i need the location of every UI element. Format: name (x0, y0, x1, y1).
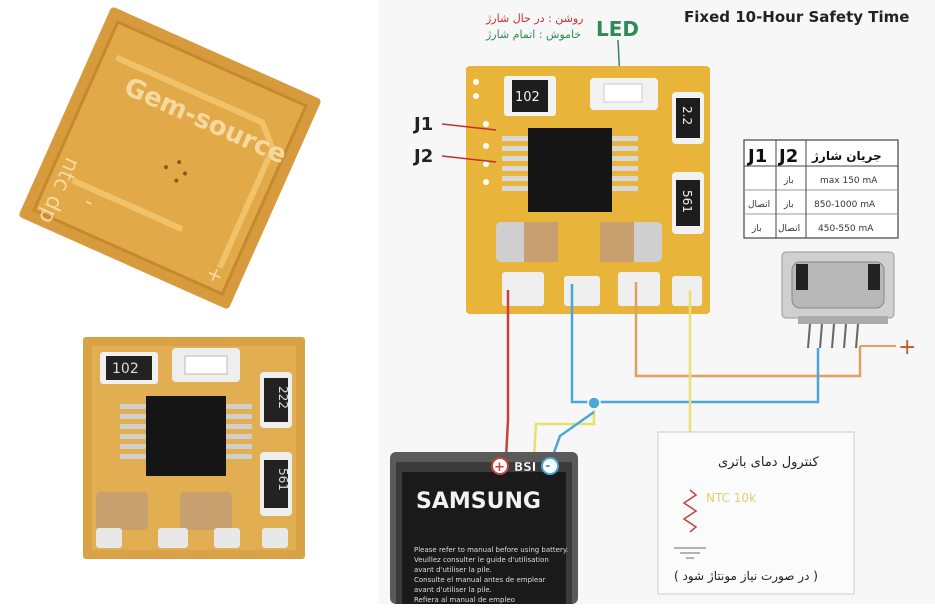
res-561-label: 561 (680, 190, 694, 213)
table-cell-r2-j1: باز (751, 224, 762, 234)
res-102-label: 102 (515, 90, 540, 105)
svg-text:+: + (494, 460, 505, 475)
battery-terminals: + BSI - (491, 457, 559, 475)
assembled-module-photo: 102 222 561 (83, 337, 305, 559)
table-cell-r0-j2: باز (783, 176, 794, 186)
ntc-resistor-symbol (682, 489, 698, 533)
bsi-label: BSI (514, 460, 536, 474)
micro-usb-connector (781, 251, 895, 349)
table-header-j1: J1 (746, 146, 767, 167)
table-cell-r0-current: max 150 mA (820, 176, 878, 186)
ntc-value-label: NTC 10k (706, 491, 756, 505)
pcb-module: 102 2.2 561 (466, 66, 710, 314)
photo-illustrations: Gem-source ntc dp - + 102 222 561 (19, 7, 321, 559)
table-cell-r1-j1: اتصال (748, 200, 770, 210)
ground-icon (674, 547, 706, 559)
table-header-j2: J2 (777, 146, 798, 167)
wires (504, 282, 862, 540)
j1-label: J1 (412, 114, 433, 135)
table-cell-r2-j2: اتصال (778, 224, 800, 234)
led-label: LED (596, 17, 639, 41)
photo-res-561: 561 (276, 468, 290, 491)
wiring-diagram: Fixed 10-Hour Safety Time روشن : در حال … (390, 8, 916, 604)
bare-pcb-photo: Gem-source ntc dp - + (19, 7, 321, 309)
table-cell-r1-current: 850-1000 mA (814, 200, 876, 210)
battery-brand: SAMSUNG (416, 489, 541, 514)
table-header-current: جریان شارژ (811, 149, 882, 163)
led-charging-text: روشن : در حال شارژ (485, 12, 583, 25)
samsung-battery: SAMSUNG Please refer to manual before us… (390, 452, 578, 604)
table-cell-r2-current: 450-550 mA (818, 224, 874, 234)
battery-text-line-0: Please refer to manual before using batt… (414, 546, 568, 554)
battery-text-line-5: Refiera al manual de empleo (414, 596, 515, 604)
current-table: J1 J2 جریان شارژ باز max 150 mA اتصال با… (743, 139, 899, 239)
photo-panel: Gem-source ntc dp - + 102 222 561 (0, 0, 372, 604)
battery-text-line-3: Consulte el manual antes de emplear (414, 576, 546, 584)
j2-label: J2 (412, 146, 433, 167)
battery-text-line-1: Veuillez consulter le guide d'utilisatio… (414, 556, 549, 564)
ntc-box-title: کنترول دمای باتری (718, 455, 819, 470)
photo-res-222: 222 (276, 386, 290, 409)
wiring-diagram-panel: Fixed 10-Hour Safety Time روشن : در حال … (378, 0, 935, 604)
battery-text-line-2: avant d'utiliser la pile. (414, 566, 492, 574)
table-cell-r1-j2: باز (783, 200, 794, 210)
ntc-note: ( در صورت نیاز مونتاژ شود ) (674, 569, 818, 584)
plus-terminal-label: + (898, 335, 916, 360)
res-222-label: 2.2 (680, 106, 694, 125)
photo-res-102: 102 (112, 361, 139, 377)
diagram-title: Fixed 10-Hour Safety Time (684, 8, 909, 26)
svg-text:-: - (545, 459, 550, 474)
charger-ic (528, 128, 612, 212)
photo-chip (146, 396, 226, 476)
ntc-box: کنترول دمای باتری NTC 10k ( در صورت نیاز… (657, 431, 855, 595)
battery-text-line-4: avant d'utiliser la pile. (414, 586, 492, 594)
led-done-text: خاموش : اتمام شارژ (485, 28, 581, 41)
